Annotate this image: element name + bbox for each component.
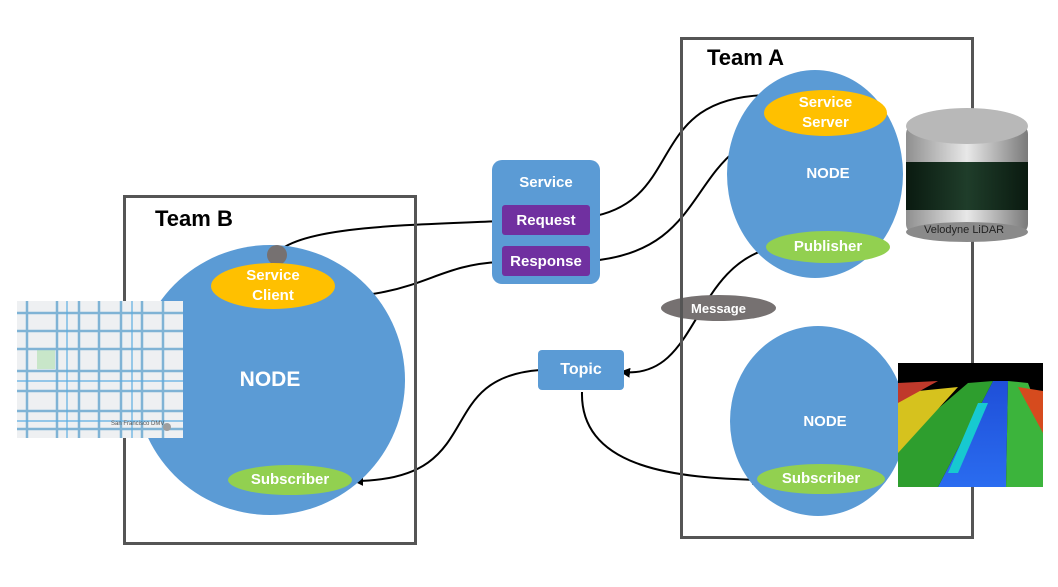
lidar-brand-text: Velodyne LiDAR <box>924 224 1005 236</box>
topic-box: Topic <box>538 350 624 390</box>
lidar-device-image: Velodyne LiDAR <box>900 104 1040 244</box>
publisher: Publisher <box>766 231 890 263</box>
point-cloud-image <box>898 363 1043 487</box>
node-b-label: NODE <box>239 368 301 391</box>
map-image: San Francisco DMV <box>17 301 183 438</box>
node-a-top-label: NODE <box>806 165 850 182</box>
node-a-bottom-label: NODE <box>803 413 847 430</box>
subscriber-b: Subscriber <box>228 465 352 495</box>
request-box: Request <box>502 205 590 235</box>
lidar-graphic <box>906 108 1028 242</box>
response-box: Response <box>502 246 590 276</box>
subscriber-a: Subscriber <box>757 464 885 494</box>
service-client-port <box>267 245 287 265</box>
team-b-label: Team B <box>155 206 233 231</box>
map-place-label: San Francisco DMV <box>111 421 165 427</box>
point-cloud-graphic <box>898 381 1043 487</box>
street-map-graphic <box>17 301 183 438</box>
team-a-box <box>680 37 974 539</box>
service-title: Service <box>519 174 573 191</box>
service-client: Service Client <box>211 263 335 309</box>
service-server: Service Server <box>764 90 887 136</box>
team-a-label: Team A <box>707 45 785 70</box>
